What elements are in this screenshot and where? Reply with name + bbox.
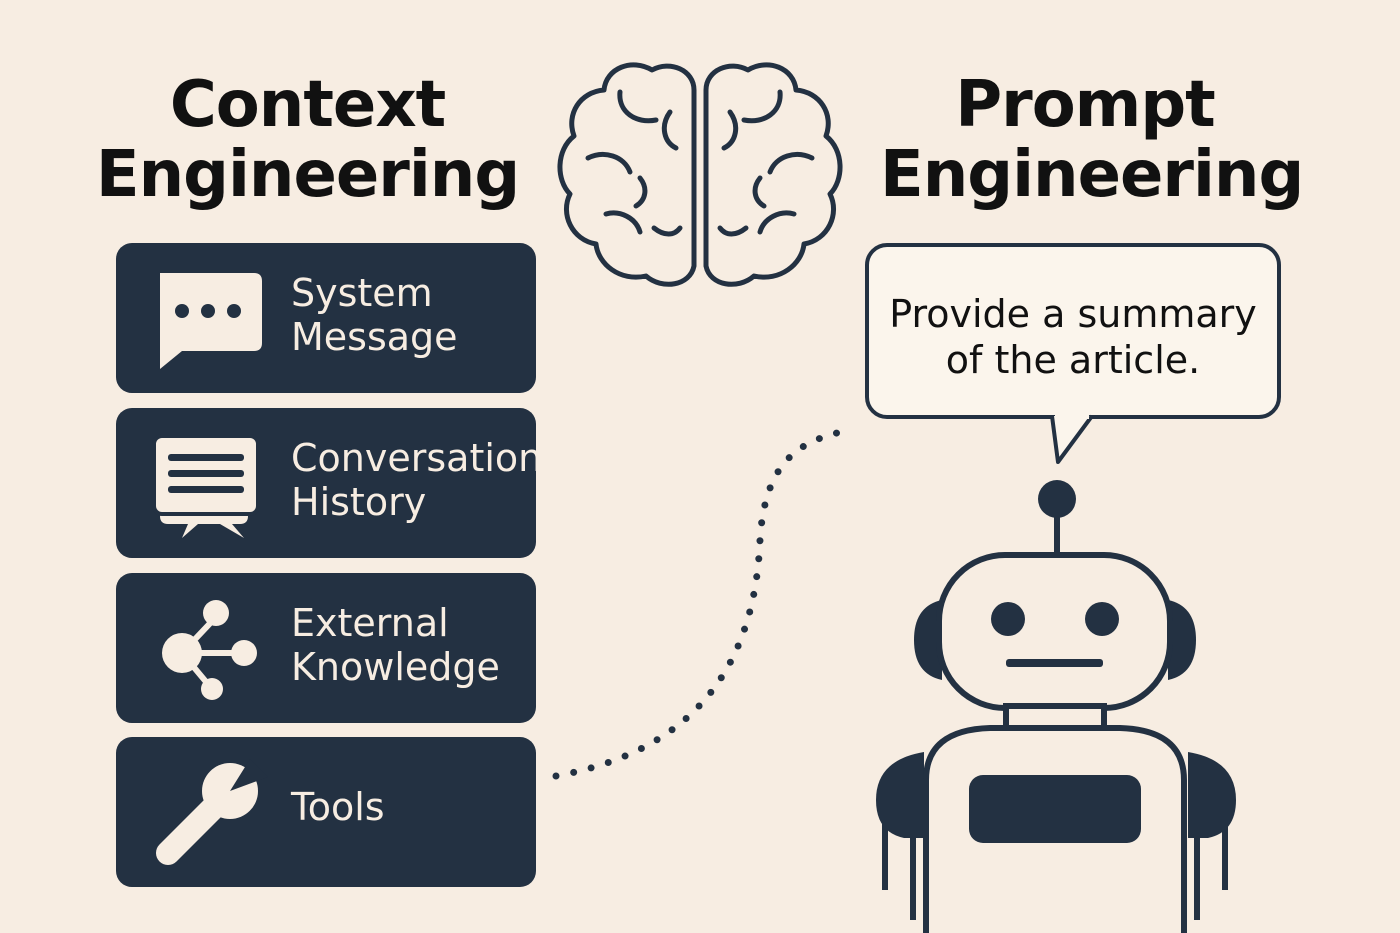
conversation-history-line1: Conversation [291,436,543,480]
conversation-bubbles-icon [152,434,260,538]
system-message-card: System Message [116,243,536,393]
share-nodes-icon [162,600,257,700]
external-knowledge-card: External Knowledge [116,573,536,723]
conversation-history-card: Conversation History [116,408,542,558]
context-engineering-title: Context Engineering [95,70,520,210]
prompt-text: Provide a summary of the article. [869,291,1277,383]
conversation-history-line2: History [291,480,427,524]
external-knowledge-line1: External [291,601,449,645]
conversation-history-label: Conversation History [291,436,542,524]
tools-line1: Tools [291,785,385,829]
context-engineering-title-line1: Context [169,68,446,142]
prompt-text-line2: of the article. [945,338,1201,382]
system-message-line2: Message [291,315,458,359]
prompt-engineering-title: Prompt Engineering [880,68,1304,212]
tools-label: Tools [291,785,385,829]
system-message-line1: System [291,271,433,315]
chat-bubble-dots-icon [160,273,262,369]
context-engineering-title-line2: Engineering [95,138,520,212]
external-knowledge-line2: Knowledge [291,645,500,689]
prompt-engineering-title-line1: Prompt [955,68,1216,142]
external-knowledge-label: External Knowledge [291,601,500,689]
wrench-icon [156,759,268,865]
prompt-speech-bubble: Provide a summary of the article. [865,243,1281,419]
tools-card: Tools [116,737,536,887]
prompt-engineering-title-line2: Engineering [880,138,1304,212]
system-message-label: System Message [291,271,458,359]
prompt-text-line1: Provide a summary [889,292,1257,336]
